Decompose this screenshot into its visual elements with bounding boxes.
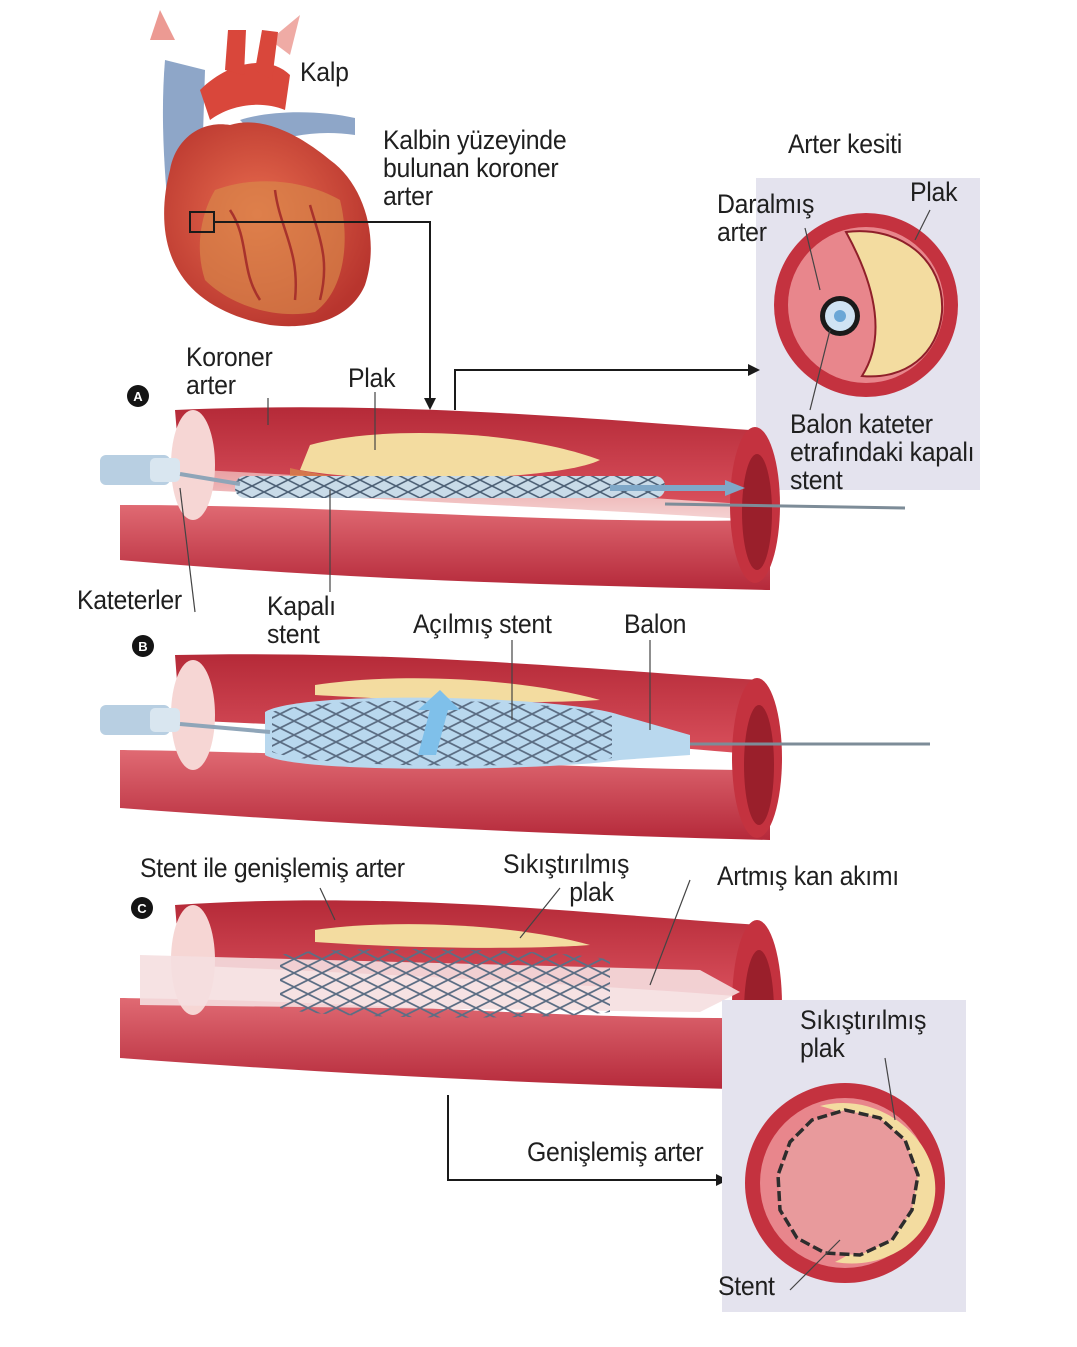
step-badge-c: C (137, 901, 147, 916)
label-sikistirilmis-plak-inset: Sıkıştırılmış plak (800, 1006, 926, 1062)
label-stent-genislemis-arter: Stent ile genişlemiş arter (140, 854, 405, 882)
label-plak-a: Plak (348, 364, 395, 392)
label-stent: Stent (718, 1272, 775, 1300)
label-daralmis-arter: Daralmış arter (717, 190, 814, 246)
label-balon-kateter: Balon kateter etrafındaki kapalı stent (790, 410, 974, 494)
inset-a-pointer-line (455, 370, 750, 410)
label-koroner-arter: Koroner arter (186, 343, 272, 399)
step-badge-a: A (133, 389, 143, 404)
label-plak-inset: Plak (910, 178, 957, 206)
label-kapali-stent: Kapalı stent (267, 592, 336, 648)
label-sikistirilmis-plak-c: Sıkıştırılmış plak (503, 850, 629, 906)
label-balon: Balon (624, 610, 686, 638)
artery-b (100, 654, 930, 840)
label-coronary-surface: Kalbin yüzeyinde bulunan koroner arter (383, 126, 566, 210)
label-artmis-kan-akimi: Artmış kan akımı (717, 862, 899, 890)
label-acilmis-stent: Açılmış stent (413, 610, 552, 638)
label-arter-kesiti: Arter kesiti (788, 130, 902, 158)
label-kalp: Kalp (300, 58, 349, 86)
label-genislemis-arter: Genişlemiş arter (527, 1138, 703, 1166)
step-badge-b: B (138, 639, 147, 654)
label-kateterler: Kateterler (77, 586, 182, 614)
artery-c (120, 900, 782, 1090)
